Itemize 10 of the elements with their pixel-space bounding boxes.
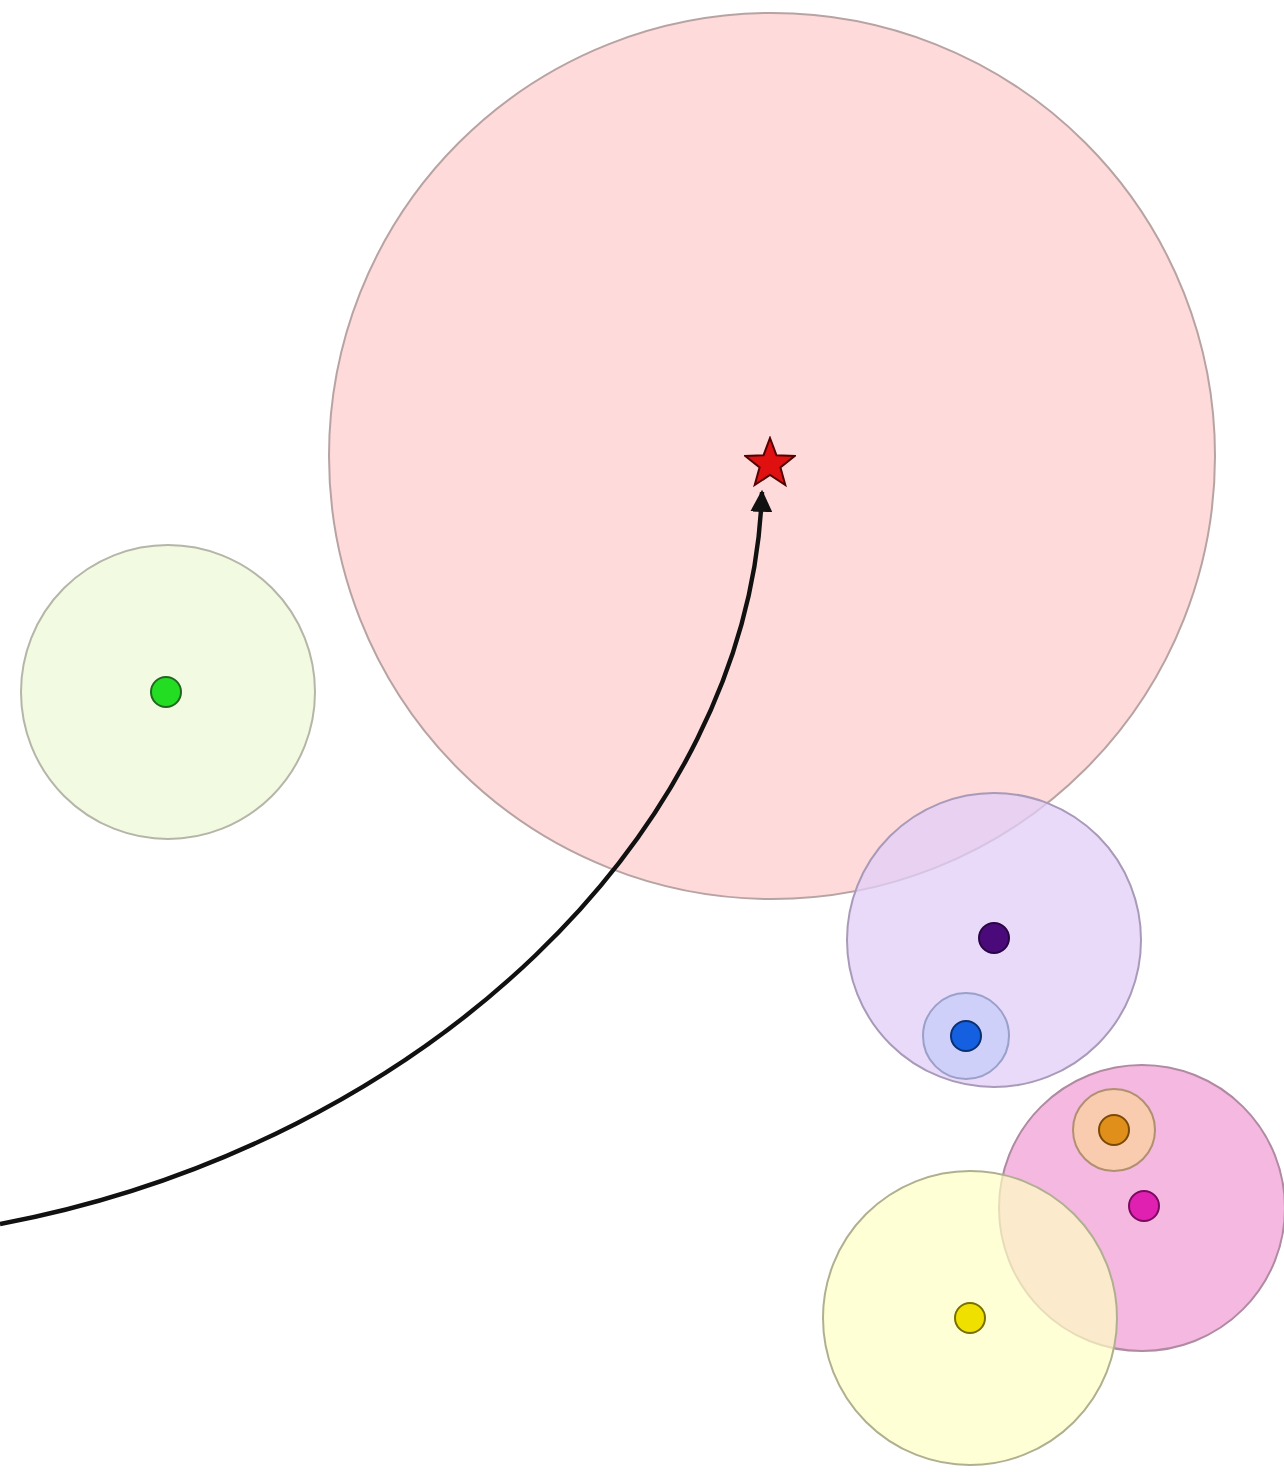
circle-region	[1072, 1088, 1156, 1172]
dot-marker	[150, 676, 182, 708]
circle-region	[922, 992, 1010, 1080]
dot-marker	[954, 1302, 986, 1334]
dot-marker	[950, 1020, 982, 1052]
dot-marker	[1128, 1190, 1160, 1222]
dot-marker	[978, 922, 1010, 954]
dot-marker	[1098, 1114, 1130, 1146]
curved-arrow	[0, 489, 771, 1227]
star-icon	[744, 436, 796, 488]
